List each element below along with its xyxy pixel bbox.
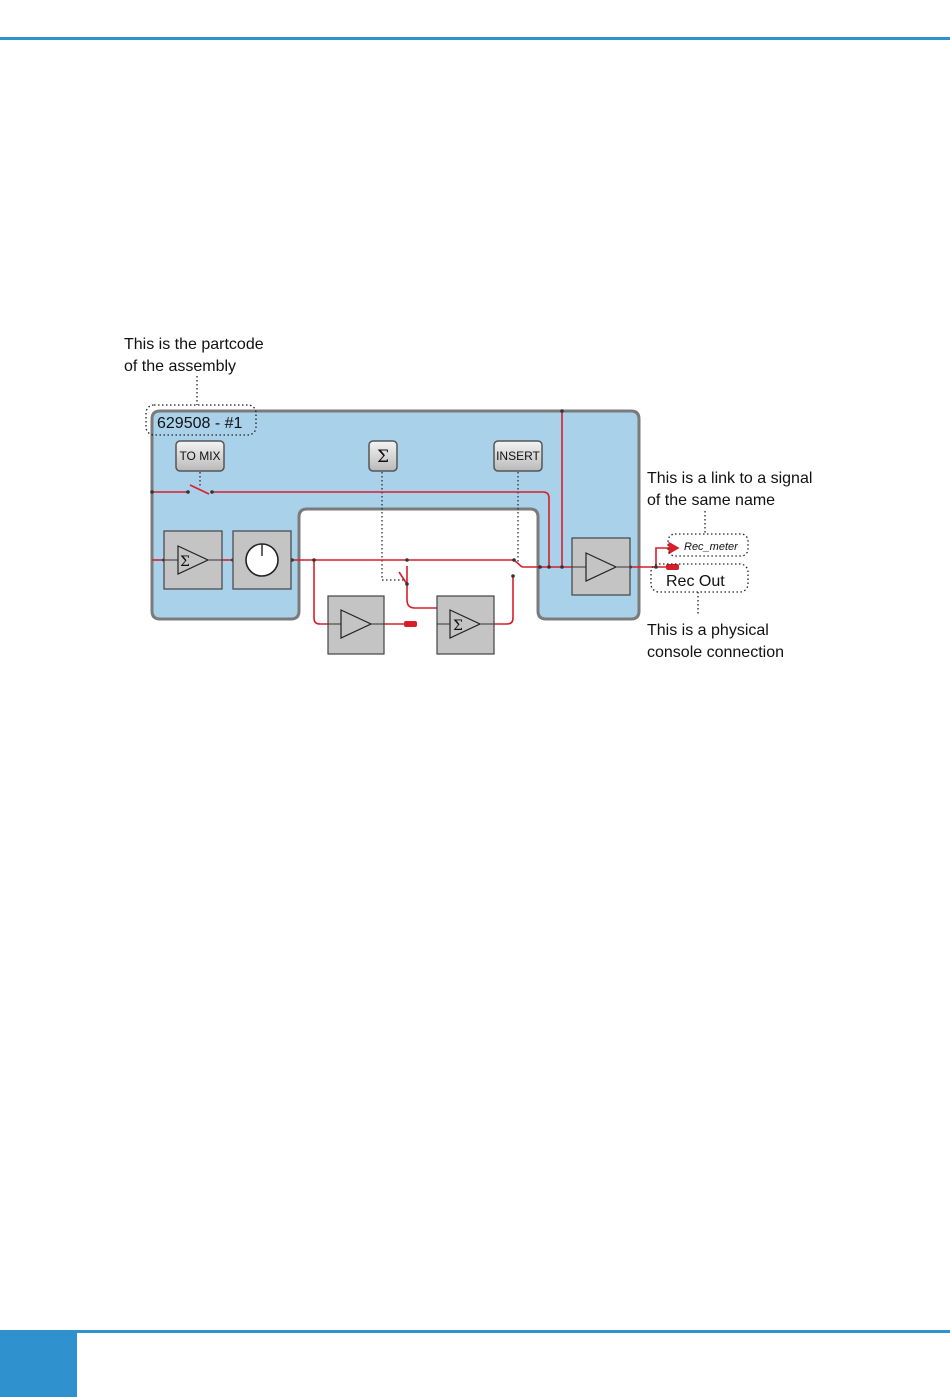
- to-mix-button-label: TO MIX: [179, 449, 220, 463]
- annotation-physical-line1: This is a physical: [647, 622, 769, 639]
- insert-button[interactable]: INSERT: [494, 441, 542, 471]
- annotation-physical-line2: console connection: [647, 644, 784, 661]
- insert-return-symbol: Σ: [453, 618, 463, 634]
- page-number-tab: [0, 1330, 77, 1397]
- sum-amp-module: Σ: [164, 531, 222, 589]
- rec-out-connector: [666, 564, 679, 570]
- annotation-partcode-line2: of the assembly: [124, 358, 236, 375]
- annotation-link-line1: This is a link to a signal: [647, 470, 812, 487]
- annotation-partcode-line1: This is the partcode: [124, 336, 264, 353]
- assembly-partcode: 629508 - #1: [157, 415, 243, 432]
- insert-send-module: [328, 596, 384, 654]
- insert-send-connector: [404, 621, 417, 627]
- sum-amp-symbol: Σ: [180, 554, 190, 570]
- rec-out-label: Rec Out: [666, 573, 725, 590]
- insert-return-module: Σ: [437, 596, 494, 654]
- sum-button[interactable]: Σ: [369, 441, 397, 471]
- output-amp-module: [572, 538, 630, 595]
- level-control-module: [233, 531, 291, 589]
- rec-meter-link-label: Rec_meter: [684, 541, 739, 553]
- bottom-rule: [0, 1330, 950, 1333]
- sum-button-label: Σ: [377, 447, 389, 467]
- to-mix-button[interactable]: TO MIX: [176, 441, 224, 471]
- annotation-link-line2: of the same name: [647, 492, 775, 509]
- insert-button-label: INSERT: [496, 449, 540, 463]
